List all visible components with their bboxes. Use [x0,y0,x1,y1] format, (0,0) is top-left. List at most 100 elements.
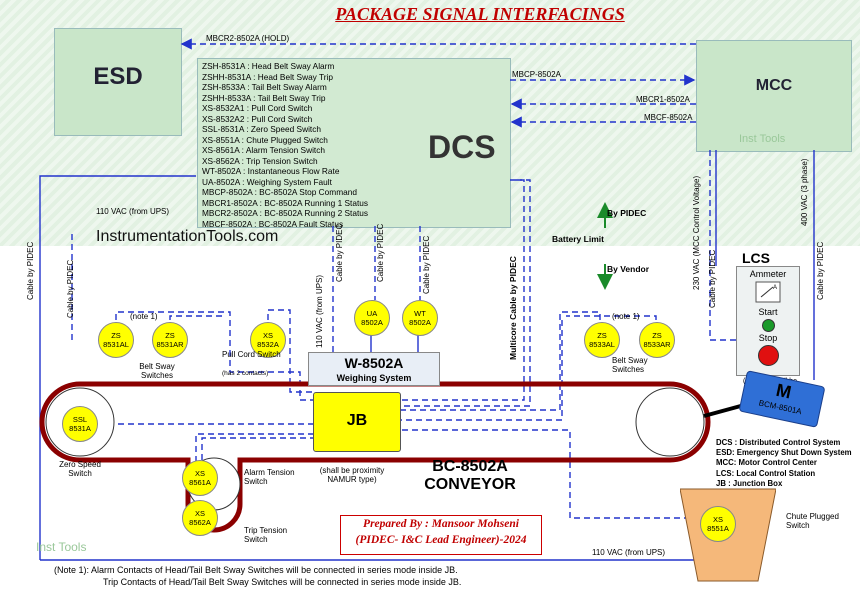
instrument-tag: ZS [652,331,662,340]
dcs-box: ZSH-8531A : Head Belt Sway Alarm ZSHH-85… [197,58,511,229]
cable-by-pidec-label: Cable by PIDEC [66,259,75,318]
cable-by-pidec-label: Cable by PIDEC [816,241,825,300]
note-line: (Note 1): Alarm Contacts of Head/Tail Be… [54,565,458,575]
instrument-tag: SSL [72,415,88,424]
signal-mbcp: MBCP-8502A [512,70,561,79]
conveyor-name: CONVEYOR [424,476,516,493]
signal-mbcf: MBCF-8502A [644,113,693,122]
dcs-signal: XS-8532A2 : Pull Cord Switch [202,113,313,124]
ups-110-label: 110 VAC (from UPS) [96,207,170,216]
instrument-tag: XS [194,509,205,518]
note1-label: (note 1) [612,312,640,321]
instrument-number: 8531AR [156,340,184,349]
legend-item: MCC: Motor Control Center [716,458,817,468]
belt-sway-label: Belt Sway Switches [139,362,175,380]
instrument-number: 8533AL [589,340,615,349]
site-name: InstrumentationTools.com [96,228,279,245]
instrument-number: 8531A [69,424,91,433]
abbreviation-legend: DCS : Distributed Control System ESD: Em… [716,438,852,489]
mcc-label: MCC [755,77,793,94]
instrument-tag: ZS [165,331,175,340]
dcs-signal-list: ZSH-8531A : Head Belt Sway Alarm ZSHH-85… [202,61,368,229]
dcs-signal: ZSH-8531A : Head Belt Sway Alarm [202,61,335,71]
esd-label: ESD [93,63,143,90]
signal-mbcr2-hold: MBCR2-8502A (HOLD) [206,34,290,43]
conveyor-label: BC-8502A CONVEYOR [400,458,540,494]
legend-item: DCS : Distributed Control System [716,438,841,447]
dcs-signal: MBCP-8502A : BC-8502A Stop Command [202,187,357,197]
dcs-signal: SSL-8531A : Zero Speed Switch [202,124,321,134]
dcs-signal: XS-8532A1 : Pull Cord Switch [202,103,313,113]
cable-by-pidec-label: Cable by PIDEC [26,241,35,300]
junction-box: JB [313,392,401,452]
dcs-label: DCS [428,129,496,165]
stop-button[interactable] [758,345,779,366]
cable-by-pidec-label: Cable by PIDEC [376,223,385,282]
weighing-tag: W-8502A [344,355,404,371]
note1-label: (note 1) [130,312,158,321]
watermark: Inst Tools [739,133,786,145]
conveyor-tag: BC-8502A [432,458,508,475]
by-pidec-label: By PIDEC [607,208,647,218]
esd-box: ESD [54,28,182,136]
start-button[interactable] [762,319,775,332]
dcs-signal: MBCR2-8502A : BC-8502A Running 2 Status [202,208,369,218]
instrument-number: 8533AR [643,340,671,349]
prepared-by-line: Prepared By : Mansoor Mohseni [363,518,519,530]
signal-mbcr1: MBCR1-8502A [636,95,690,104]
instrument-tag: XS [262,331,273,340]
dcs-signal: ZSHH-8533A : Tail Belt Sway Trip [202,92,326,103]
weighing-system-box: W-8502A Weighing System [308,352,440,386]
instrument-tag: ZS [111,331,121,340]
dcs-signal: UA-8502A : Weighing System Fault [202,176,332,187]
cable-by-pidec-label: Cable by PIDEC [708,249,717,308]
prepared-by-line: (PIDEC- I&C Lead Engineer)-2024 [355,534,527,546]
legend-item: LCS: Local Control Station [716,468,816,478]
prepared-by-box: Prepared By : Mansoor Mohseni (PIDEC- I&… [340,515,542,555]
svg-text:A: A [773,285,777,291]
pull-cord-label: Pull Cord Switch [222,350,281,359]
legend-item: JB : Junction Box [716,478,783,488]
by-vendor-label: By Vendor [607,264,650,274]
instrument-number: 8531AL [103,340,129,349]
ammeter-label: Ammeter [749,269,787,279]
start-label: Start [758,307,778,317]
dcs-signal: XS-8562A : Trip Tension Switch [202,155,318,166]
lcs-panel: Ammeter A Start Stop [736,266,800,376]
instrument-number: 8562A [189,518,211,527]
mcc-230-label: 230 VAC (MCC Control Voltage) [692,175,701,290]
legend-item: ESD: Emergency Shut Down System [716,448,852,458]
instrument-tag: XS [194,469,205,478]
instrument-number: 8502A [361,318,383,327]
mcc-box: MCC Inst Tools [696,40,852,152]
jb-label: JB [346,412,368,429]
stop-label: Stop [758,333,778,343]
ammeter-icon: A [755,281,781,303]
note-line: Trip Contacts of Head/Tail Belt Sway Swi… [103,577,462,587]
zero-speed-label: Zero Speed Switch [59,460,101,478]
watermark: Inst Tools [36,540,87,554]
instrument-tag: XS [712,515,723,524]
cable-by-pidec-label: Cable by PIDEC [422,235,431,294]
pull-cord-sub-label: (has 2 contacts) [222,370,269,377]
dcs-signal: ZSH-8533A : Tail Belt Sway Alarm [202,82,327,92]
instrument-tag: WT [414,309,426,318]
lcs-title: LCS [742,250,770,266]
notes: (Note 1): Alarm Contacts of Head/Tail Be… [54,564,461,588]
instrument-number: 8532A [257,340,279,349]
dcs-signal: XS-8561A : Alarm Tension Switch [202,145,325,155]
belt-sway-label: Belt Sway Switches [612,356,648,374]
dcs-signal: ZSHH-8531A : Head Belt Sway Trip [202,71,333,82]
diagram-title: PACKAGE SIGNAL INTERFACINGS [335,4,625,24]
